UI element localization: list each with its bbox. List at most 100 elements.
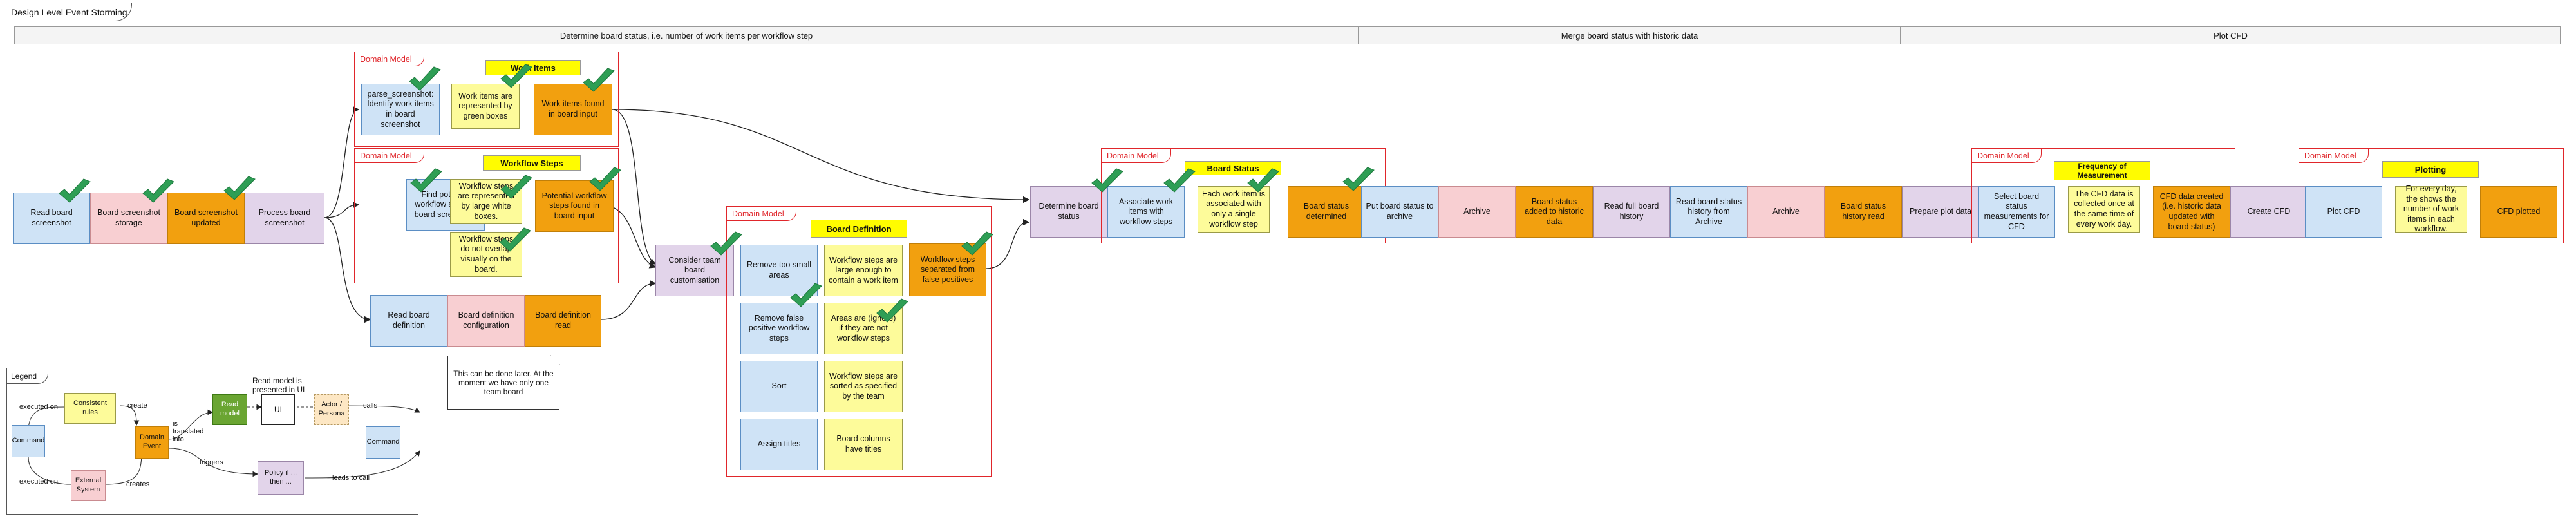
status-added-event: Board status added to historic data xyxy=(1516,186,1593,238)
remove-small-areas-command: Remove too small areas xyxy=(740,245,818,296)
check-icon xyxy=(59,178,91,203)
check-icon xyxy=(1342,167,1375,191)
legend-translated: is translated into xyxy=(173,420,204,443)
workflow-steps-rule-white-boxes: Workflow steps are represented by large … xyxy=(450,179,522,224)
legend-policy: Policy if ... then ... xyxy=(258,461,304,495)
board-definition-title: Board Definition xyxy=(811,220,907,238)
frame-title: Design Level Event Storming xyxy=(3,3,132,21)
check-icon xyxy=(500,175,532,199)
domain-label: Domain Model xyxy=(1972,149,2042,163)
check-icon xyxy=(223,176,256,200)
domain-label: Domain Model xyxy=(355,52,424,66)
determine-board-status-policy: Determine board status xyxy=(1030,186,1107,238)
domain-label: Domain Model xyxy=(355,149,424,163)
check-icon xyxy=(961,231,993,256)
legend-read-model: Read model xyxy=(212,394,247,425)
legend-title: Legend xyxy=(7,368,48,384)
plotting-rule: For every day, the shows the number of w… xyxy=(2395,184,2467,233)
large-enough-rule: Workflow steps are large enough to conta… xyxy=(824,245,903,296)
check-icon xyxy=(876,298,908,323)
legend-creates: creates xyxy=(126,480,150,488)
work-items-found-event: Work items found in board input xyxy=(534,84,612,135)
legend-command: Command xyxy=(12,425,45,457)
archive-system-2: Archive xyxy=(1747,186,1825,238)
legend-executed-on-top: executed on xyxy=(19,403,58,411)
cfd-data-created-event: CFD data created (i.e. historic data upd… xyxy=(2153,186,2230,238)
check-icon xyxy=(409,66,441,91)
domain-work-items: Domain Model xyxy=(354,52,619,147)
domain-label: Domain Model xyxy=(2299,149,2369,163)
legend-triggers: triggers xyxy=(200,459,223,466)
remove-false-positives-command: Remove false positive workflow steps xyxy=(740,303,818,354)
check-icon xyxy=(589,167,621,191)
domain-board-definition: Domain Model xyxy=(726,206,992,477)
associate-work-items-command: Associate work items with workflow steps xyxy=(1107,186,1185,238)
board-screenshot-updated-event: Board screenshot updated xyxy=(167,193,245,244)
workflow-steps-rule-no-overlap: Workflow steps do not overlap visually o… xyxy=(450,232,522,277)
put-status-archive-command: Put board status to archive xyxy=(1361,186,1438,238)
work-items-title: Work Items xyxy=(485,60,581,75)
header-merge-status: Merge board status with historic data xyxy=(1359,26,1901,44)
check-icon xyxy=(499,227,531,252)
prepare-plot-policy: Prepare plot data xyxy=(1902,186,1979,238)
board-status-title: Board Status xyxy=(1185,161,1281,175)
domain-plotting: Domain Model xyxy=(2299,148,2564,243)
legend-executed-on-bottom: executed on xyxy=(19,478,58,486)
header-determine-status: Determine board status, i.e. number of w… xyxy=(14,26,1359,44)
check-icon xyxy=(710,231,742,256)
legend-consistent-rules: Consistent rules xyxy=(64,393,116,424)
legend-leads-to-call: leads to call xyxy=(332,474,370,482)
read-board-screenshot-command: Read board screenshot xyxy=(13,193,90,244)
parse-screenshot-command: parse_screenshot: Identify work items in… xyxy=(361,84,440,135)
legend-create: create xyxy=(127,402,147,410)
legend-calls: calls xyxy=(363,402,378,410)
diagram-frame: Design Level Event Storming xyxy=(3,3,2573,520)
legend-actor: Actor / Persona xyxy=(314,394,349,425)
domain-label: Domain Model xyxy=(727,207,796,221)
create-cfd-policy: Create CFD xyxy=(2230,186,2308,238)
board-definition-config-system: Board definition configuration xyxy=(447,295,525,347)
read-status-history-command: Read board status history from Archive xyxy=(1670,186,1747,238)
board-status-determined-event: Board status determined xyxy=(1288,186,1365,238)
legend-command-2: Command xyxy=(366,426,400,459)
domain-frequency: Domain Model xyxy=(1971,148,2235,243)
check-icon xyxy=(1163,168,1196,193)
workflow-steps-separated-event: Workflow steps separated from false posi… xyxy=(909,243,986,296)
header-plot-cfd: Plot CFD xyxy=(1901,26,2561,44)
collection-rule: The CFD data is collected once at the sa… xyxy=(2068,186,2140,233)
check-icon xyxy=(142,178,174,203)
legend-frame: Legend xyxy=(6,368,418,515)
check-icon xyxy=(1247,168,1279,193)
process-board-screenshot-policy: Process board screenshot xyxy=(245,193,324,244)
frequency-title: Frequency of Measurement xyxy=(2054,161,2150,180)
domain-board-status: Domain Model xyxy=(1101,148,1386,243)
cfd-plotted-event: CFD plotted xyxy=(2480,186,2557,238)
domain-label: Domain Model xyxy=(1102,149,1171,163)
legend-read-model-note: Read model is presented in UI xyxy=(252,376,305,394)
archive-system-1: Archive xyxy=(1438,186,1516,238)
assign-titles-command: Assign titles xyxy=(740,419,818,470)
history-read-event: Board status history read xyxy=(1825,186,1902,238)
read-full-history-policy: Read full board history xyxy=(1593,186,1670,238)
check-icon xyxy=(583,68,615,92)
plotting-title: Plotting xyxy=(2382,161,2479,178)
sort-command: Sort xyxy=(740,361,818,412)
check-icon xyxy=(1091,168,1123,193)
single-step-rule: Each work item is associated with only a… xyxy=(1198,186,1270,233)
column-titles-rule: Board columns have titles xyxy=(824,419,903,470)
legend-ui: UI xyxy=(261,394,295,425)
workflow-steps-title: Workflow Steps xyxy=(483,155,581,171)
legend-domain-event: Domain Event xyxy=(135,426,169,459)
board-definition-note: This can be done later. At the moment we… xyxy=(447,356,559,410)
plot-cfd-command: Plot CFD xyxy=(2305,186,2382,238)
check-icon xyxy=(410,168,442,193)
read-board-definition-command: Read board definition xyxy=(370,295,447,347)
select-measurements-command: Select board status measurements for CFD xyxy=(1978,186,2055,238)
check-icon xyxy=(500,64,532,88)
legend-external-system: External System xyxy=(71,470,106,501)
work-items-rule: Work items are represented by green boxe… xyxy=(451,84,520,129)
sorted-steps-rule: Workflow steps are sorted as specified b… xyxy=(824,361,903,412)
check-icon xyxy=(790,283,822,307)
domain-workflow-steps: Domain Model xyxy=(354,148,619,283)
